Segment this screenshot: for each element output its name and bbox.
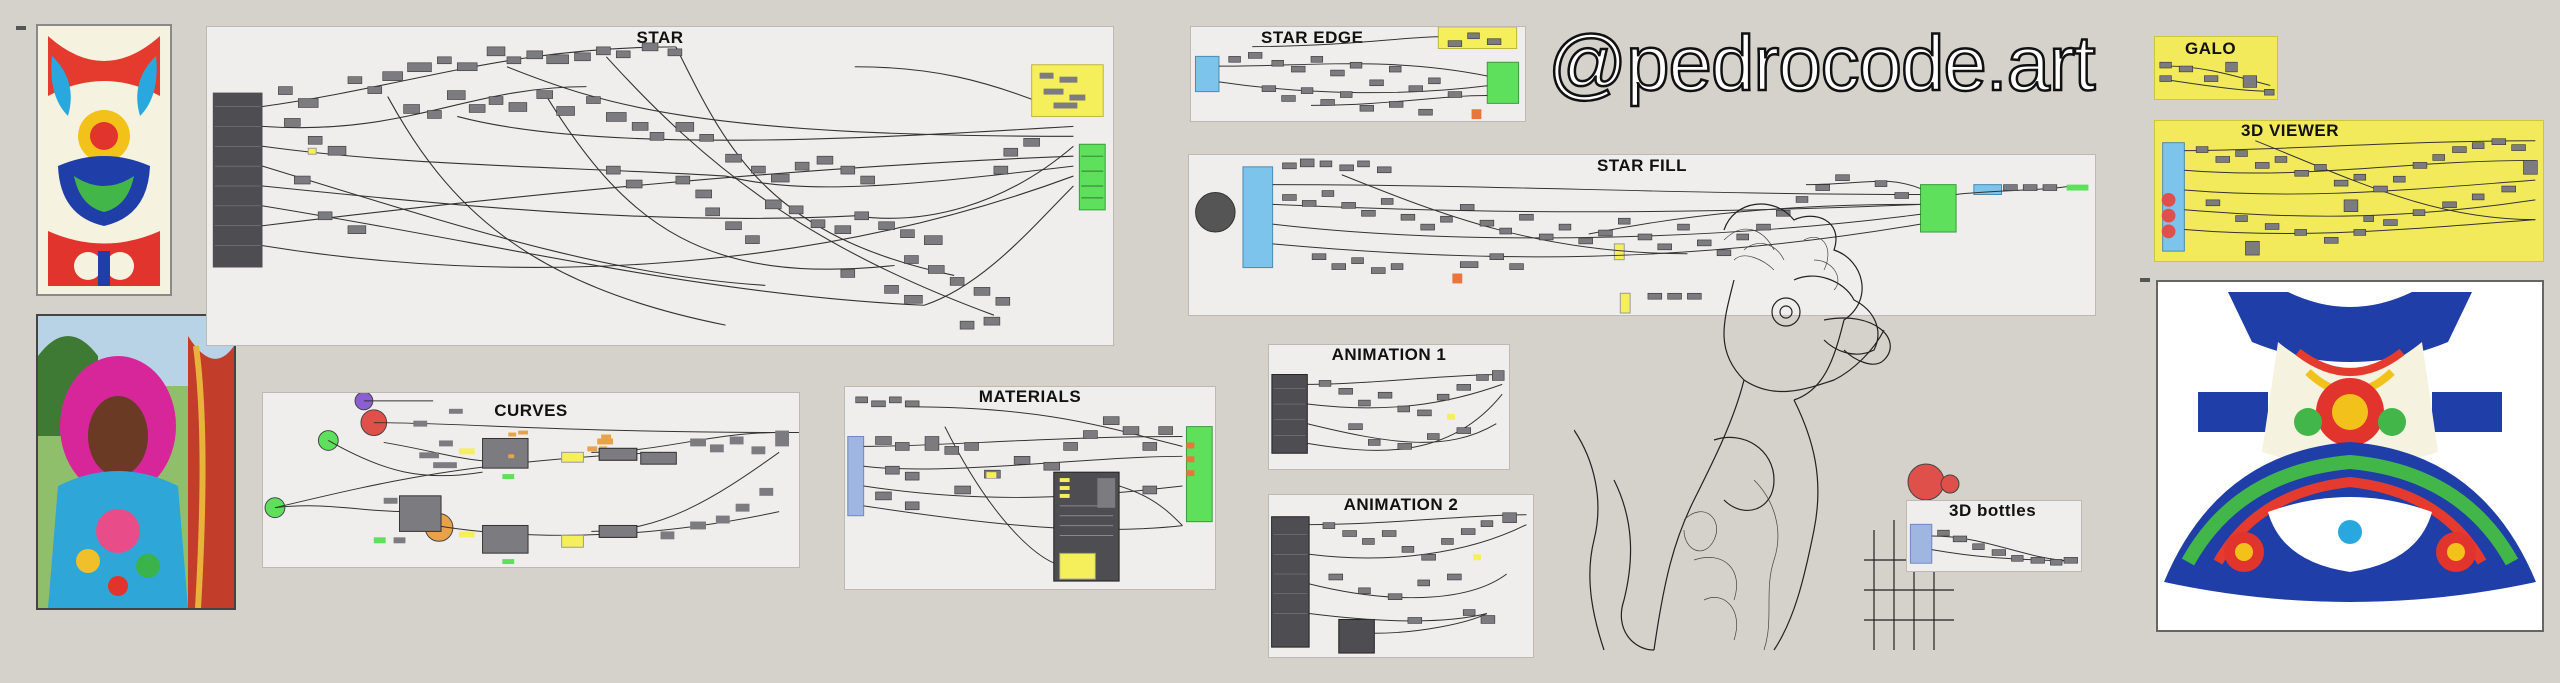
star-fill-node-graph <box>1195 158 2089 314</box>
folk-art-pattern-icon <box>38 26 170 294</box>
unrolled-bottle-preview[interactable] <box>2156 280 2544 632</box>
group-star-edge[interactable]: STAR EDGE <box>1190 26 1526 122</box>
group-3d-viewer[interactable]: 3D VIEWER <box>2154 120 2544 262</box>
group-title: 3D bottles <box>1949 501 2037 520</box>
3d-viewer-node-graph <box>2161 138 2538 256</box>
bottles-param-nodes <box>1907 463 1960 501</box>
group-title: ANIMATION 2 <box>1343 495 1459 514</box>
group-galo[interactable]: GALO <box>2154 36 2278 100</box>
group-title: MATERIALS <box>978 387 1082 406</box>
star-edge-node-graph <box>1194 27 1520 120</box>
star-node-graph <box>212 42 1106 330</box>
image-param-handle[interactable] <box>16 26 26 30</box>
animation-1-node-graph <box>1271 370 1505 454</box>
rooster-line-drawing <box>1574 203 1954 651</box>
group-title: STAR EDGE <box>1261 28 1364 47</box>
group-animation-2[interactable]: ANIMATION 2 <box>1268 494 1534 658</box>
carnival-costume-photo-icon <box>38 316 234 608</box>
preview-param-handle[interactable] <box>2140 278 2150 282</box>
materials-node-graph <box>847 396 1213 582</box>
group-title: GALO <box>2185 39 2237 58</box>
group-title: CURVES <box>494 401 568 420</box>
group-star-fill[interactable]: STAR FILL <box>1188 154 2096 316</box>
group-title: ANIMATION 1 <box>1331 345 1447 364</box>
group-title: STAR <box>636 28 684 47</box>
animation-2-node-graph <box>1271 512 1527 654</box>
group-title: 3D VIEWER <box>2241 121 2340 140</box>
galo-node-graph <box>2159 61 2275 96</box>
curves-node-graph <box>264 393 799 565</box>
group-star[interactable]: STAR <box>206 26 1114 346</box>
folk-art-unrolled-bottle-icon <box>2158 282 2542 630</box>
bottles-node-graph <box>1909 523 2078 566</box>
group-title: STAR FILL <box>1596 156 1688 175</box>
group-3d-bottles[interactable]: 3D bottles <box>1906 500 2082 572</box>
carnival-costume-photo[interactable] <box>36 314 236 610</box>
brand-handle: @pedrocode.art <box>1547 19 2097 107</box>
folk-art-pattern-thumbnail[interactable] <box>36 24 172 296</box>
group-curves[interactable]: CURVES <box>262 392 800 568</box>
group-animation-1[interactable]: ANIMATION 1 <box>1268 344 1510 470</box>
group-materials[interactable]: MATERIALS <box>844 386 1216 590</box>
